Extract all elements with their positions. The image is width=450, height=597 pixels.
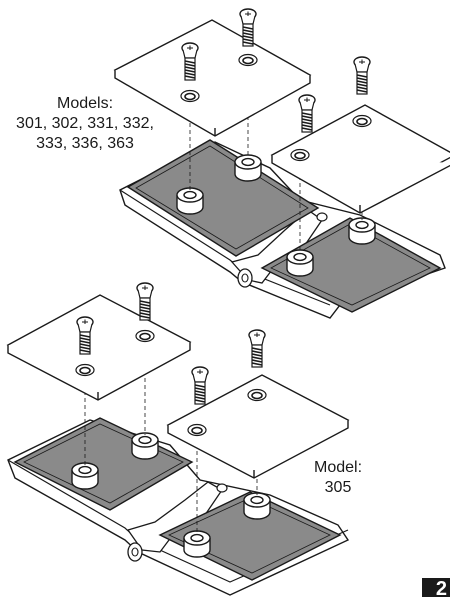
screw-icon — [191, 366, 209, 405]
gasket-pad-top-right — [260, 217, 442, 313]
screw-icon — [298, 94, 316, 133]
bottom-assembly — [6, 282, 350, 596]
top-assembly — [113, 8, 450, 319]
caption-line: 333, 336, 363 — [36, 135, 134, 152]
caption-line: Models: — [56, 95, 114, 112]
boss-icon — [131, 432, 159, 460]
boss-icon — [234, 154, 262, 182]
countersink-hole-icon — [290, 148, 310, 162]
hinge-knuckle-top — [230, 209, 323, 284]
models-caption-top: Models: 301, 302, 331, 332, 333, 336, 36… — [0, 94, 170, 154]
caption-line: Model: — [313, 459, 363, 476]
boss-icon — [176, 187, 204, 215]
page-number: 2 — [435, 578, 447, 597]
caption-line: 301, 302, 331, 332, — [16, 115, 154, 132]
boss-icon — [243, 492, 271, 520]
gasket-pad-bottom-right — [158, 491, 342, 581]
screw-icon — [353, 56, 371, 95]
countersink-hole-icon — [247, 388, 267, 402]
boss-icon — [286, 249, 314, 277]
screw-icon — [136, 282, 154, 321]
countersink-hole-icon — [352, 114, 372, 128]
model-caption-bottom: Model: 305 — [298, 458, 378, 498]
countersink-hole-icon — [187, 423, 207, 437]
page-number-badge: 2 — [422, 578, 450, 597]
boss-icon — [183, 530, 211, 558]
gasket-pad-top-left — [126, 139, 320, 257]
countersink-hole-icon — [180, 89, 200, 103]
boss-icon — [71, 462, 99, 490]
countersink-hole-icon — [238, 53, 258, 67]
countersink-hole-icon — [135, 329, 155, 343]
screw-icon — [76, 316, 94, 355]
boss-icon — [348, 217, 376, 245]
hinge-knuckle-bottom — [126, 481, 223, 553]
countersink-hole-icon — [75, 363, 95, 377]
screw-icon — [248, 329, 266, 368]
caption-line: 305 — [324, 479, 352, 496]
